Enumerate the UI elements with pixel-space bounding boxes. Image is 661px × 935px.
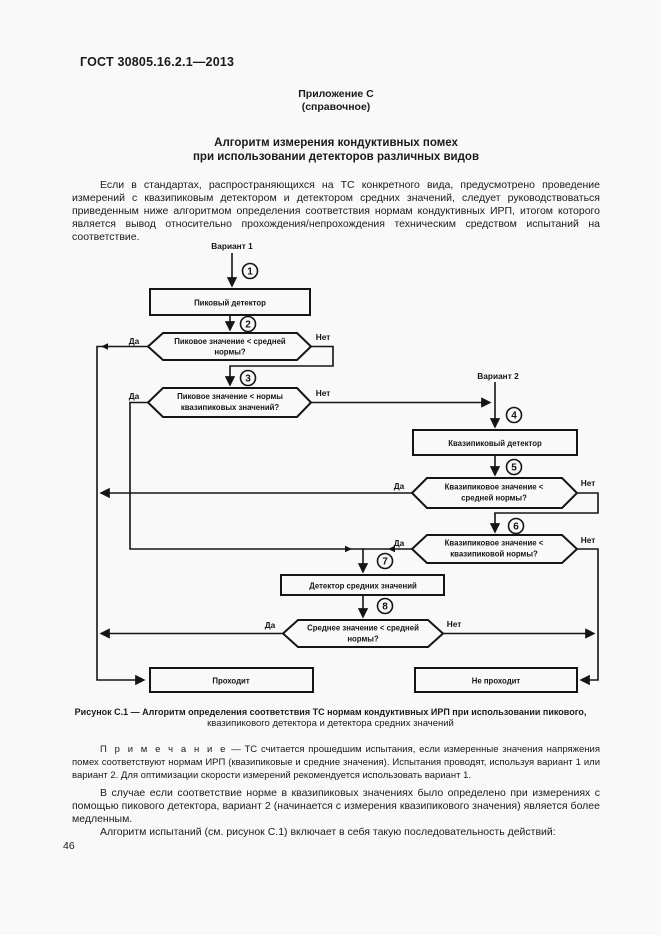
decision6-line1: Квазипиковое значение < xyxy=(445,539,544,548)
step-3: 3 xyxy=(245,374,251,385)
pass-box xyxy=(149,667,314,693)
step-5: 5 xyxy=(511,463,517,474)
figure-caption: Рисунок С.1 — Алгоритм определения соотв… xyxy=(40,707,621,730)
quasi-peak-detector-label: Квазипиковый детектор xyxy=(448,439,542,448)
standard-number: ГОСТ 30805.16.2.1—2013 xyxy=(80,55,235,69)
path-no-decision5-to-decision6 xyxy=(489,492,599,534)
yes-label-6: Да xyxy=(394,538,405,548)
flowchart-svg: Вариант 1 Вариант 2 1 2 3 4 5 6 7 8 Пико… xyxy=(96,241,599,693)
variant2-label: Вариант 2 xyxy=(477,371,519,381)
note-label: П р и м е ч а н и е xyxy=(100,744,228,755)
body-paragraph-3: Алгоритм испытаний (см. рисунок С.1) вкл… xyxy=(100,826,556,838)
yes-label-5: Да xyxy=(394,481,405,491)
annex-label: Приложение С xyxy=(298,88,374,100)
note-text: — ТС считается прошедшим испытания, если… xyxy=(72,744,600,781)
fail-label: Не проходит xyxy=(472,677,521,686)
step-circle-1 xyxy=(241,262,259,280)
intro-paragraph: Если в стандартах, распространяющихся на… xyxy=(72,179,600,243)
decision3-line2: квазипиковых значений? xyxy=(181,403,280,412)
flowchart-figure: Вариант 1 Вариант 2 1 2 3 4 5 6 7 8 Пико… xyxy=(0,240,661,702)
no-label-6: Нет xyxy=(581,535,596,545)
step-8: 8 xyxy=(382,602,388,613)
path-yes-decision3-to-average xyxy=(129,401,369,574)
variant1-label: Вариант 1 xyxy=(211,241,253,251)
path-yes-rail-to-pass xyxy=(96,345,148,686)
page-title: Алгоритм измерения кондуктивных помех пр… xyxy=(72,136,600,164)
figure-caption-line2: квазипикового детектора и детектора сред… xyxy=(207,718,454,729)
pass-label: Проходит xyxy=(212,677,249,686)
decision8-line1: Среднее значение < средней xyxy=(307,624,419,633)
step-circle-4 xyxy=(505,406,523,424)
no-label-5: Нет xyxy=(581,478,596,488)
decision5-line2: средней нормы? xyxy=(461,494,527,503)
step-circle-8 xyxy=(376,597,394,615)
peak-detector-label: Пиковый детектор xyxy=(194,299,266,308)
no-label-3: Нет xyxy=(316,388,331,398)
no-label-8: Нет xyxy=(447,619,462,629)
no-label-2: Нет xyxy=(316,332,331,342)
decision8-hexagon xyxy=(281,619,445,648)
page-number: 46 xyxy=(63,840,75,852)
decision3-hexagon xyxy=(146,387,313,418)
yes-label-2: Да xyxy=(129,336,140,346)
decision3-line1: Пиковое значение < нормы xyxy=(177,392,283,401)
decision5-hexagon xyxy=(410,477,579,509)
annex-heading: Приложение С (справочное) xyxy=(72,88,600,114)
step-circle-7 xyxy=(376,552,394,570)
step-circle-2 xyxy=(239,315,257,333)
step-7: 7 xyxy=(382,557,388,568)
yes-label-3: Да xyxy=(129,391,140,401)
step-1: 1 xyxy=(247,267,253,278)
decision2-line1: Пиковое значение < средней xyxy=(174,337,286,346)
title-line-1: Алгоритм измерения кондуктивных помех xyxy=(214,137,458,149)
junction-arrow-right-merge xyxy=(388,545,395,553)
average-detector-box xyxy=(280,574,445,596)
decision6-line2: квазипиковой нормы? xyxy=(450,550,538,559)
figure-caption-line1: Рисунок С.1 — Алгоритм определения соотв… xyxy=(74,707,587,717)
step-circle-5 xyxy=(505,458,523,476)
decision2-hexagon xyxy=(146,332,313,361)
path-no-rail-to-fail xyxy=(577,548,599,686)
decision2-line2: нормы? xyxy=(214,348,246,357)
step-circle-3 xyxy=(239,369,257,387)
title-line-2: при использовании детекторов различных в… xyxy=(192,151,480,163)
junction-arrow-yes2 xyxy=(101,343,108,350)
step-2: 2 xyxy=(245,320,251,331)
quasi-peak-detector-box xyxy=(412,429,578,456)
yes-label-8: Да xyxy=(265,620,276,630)
step-circle-6 xyxy=(507,517,525,535)
note-paragraph: П р и м е ч а н и е — ТС считается проше… xyxy=(72,743,600,782)
annex-type: (справочное) xyxy=(301,101,371,113)
decision6-hexagon xyxy=(410,534,579,564)
step-6: 6 xyxy=(513,522,519,533)
average-detector-label: Детектор средних значений xyxy=(309,582,417,591)
peak-detector-box xyxy=(149,288,311,316)
step-4: 4 xyxy=(511,411,517,422)
body-paragraph-2: В случае если соответствие норме в квази… xyxy=(72,787,600,825)
decision5-line1: Квазипиковое значение < xyxy=(445,483,544,492)
fail-box xyxy=(414,667,578,693)
decision8-line2: нормы? xyxy=(347,635,379,644)
junction-arrow-left-merge xyxy=(345,545,352,553)
path-no-decision2-to-decision3 xyxy=(224,345,334,387)
